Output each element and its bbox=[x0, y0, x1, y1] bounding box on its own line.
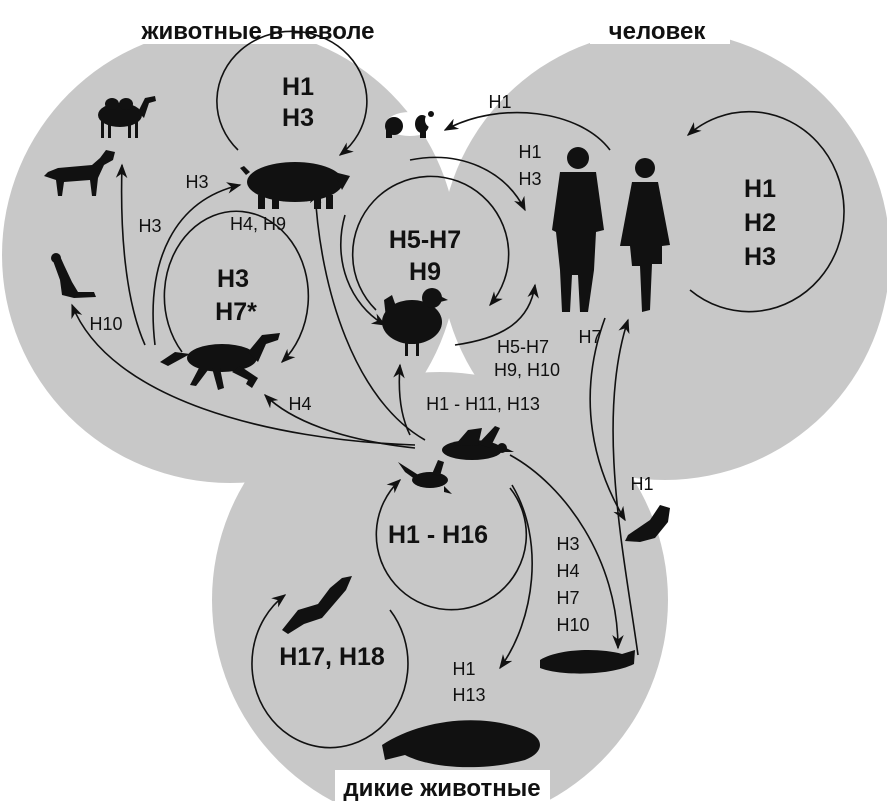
seal-to-human-label: H7 bbox=[578, 327, 601, 347]
to-horse-label: H4 bbox=[288, 394, 311, 414]
bats-loop-label: H17, H18 bbox=[279, 643, 385, 671]
to-sea-lion-label: H1 bbox=[630, 474, 653, 494]
human-loop-label-1: H1 bbox=[744, 175, 776, 203]
horse-loop-label-1: H3 bbox=[217, 265, 249, 293]
to-whale-label-1: H1 bbox=[452, 659, 475, 679]
pig-loop-label-1: H1 bbox=[282, 73, 314, 101]
to-dog-label: H3 bbox=[138, 216, 161, 236]
wild-animals-title: дикие животные bbox=[343, 775, 540, 801]
to-ferret-label: H10 bbox=[89, 314, 122, 334]
to-pig-label: H3 bbox=[185, 172, 208, 192]
birds-up-label: H1 - H11, H13 bbox=[426, 394, 540, 414]
human-loop-label-2: H2 bbox=[744, 209, 776, 237]
to-seal-label-3: H7 bbox=[556, 588, 579, 608]
to-seal-label-4: H10 bbox=[556, 615, 589, 635]
wild-birds-loop-label: H1 - H16 bbox=[388, 521, 488, 549]
human-to-panda-label: H1 bbox=[488, 92, 511, 112]
chicken-to-human-label-2: H9, H10 bbox=[494, 360, 560, 380]
to-seal-label-1: H3 bbox=[556, 534, 579, 554]
human-chicken-label-1: H1 bbox=[518, 142, 541, 162]
human-chicken-label-2: H3 bbox=[518, 169, 541, 189]
chicken-to-human-label-1: H5-H7 bbox=[497, 337, 549, 357]
chicken-loop-label-2: H9 bbox=[409, 258, 441, 286]
to-seal-label-2: H4 bbox=[556, 561, 579, 581]
human-title: человек bbox=[609, 18, 707, 45]
captive-animals-title: животные в неволе bbox=[140, 18, 374, 45]
pig-below-label: H4, H9 bbox=[230, 214, 286, 234]
region-circles bbox=[2, 27, 887, 801]
to-whale-label-2: H13 bbox=[452, 685, 485, 705]
chicken-loop-label-1: H5-H7 bbox=[389, 226, 461, 254]
horse-loop-label-2: H7* bbox=[215, 298, 257, 326]
human-loop-label-3: H3 bbox=[744, 243, 776, 271]
pig-loop-label-2: H3 bbox=[282, 104, 314, 132]
